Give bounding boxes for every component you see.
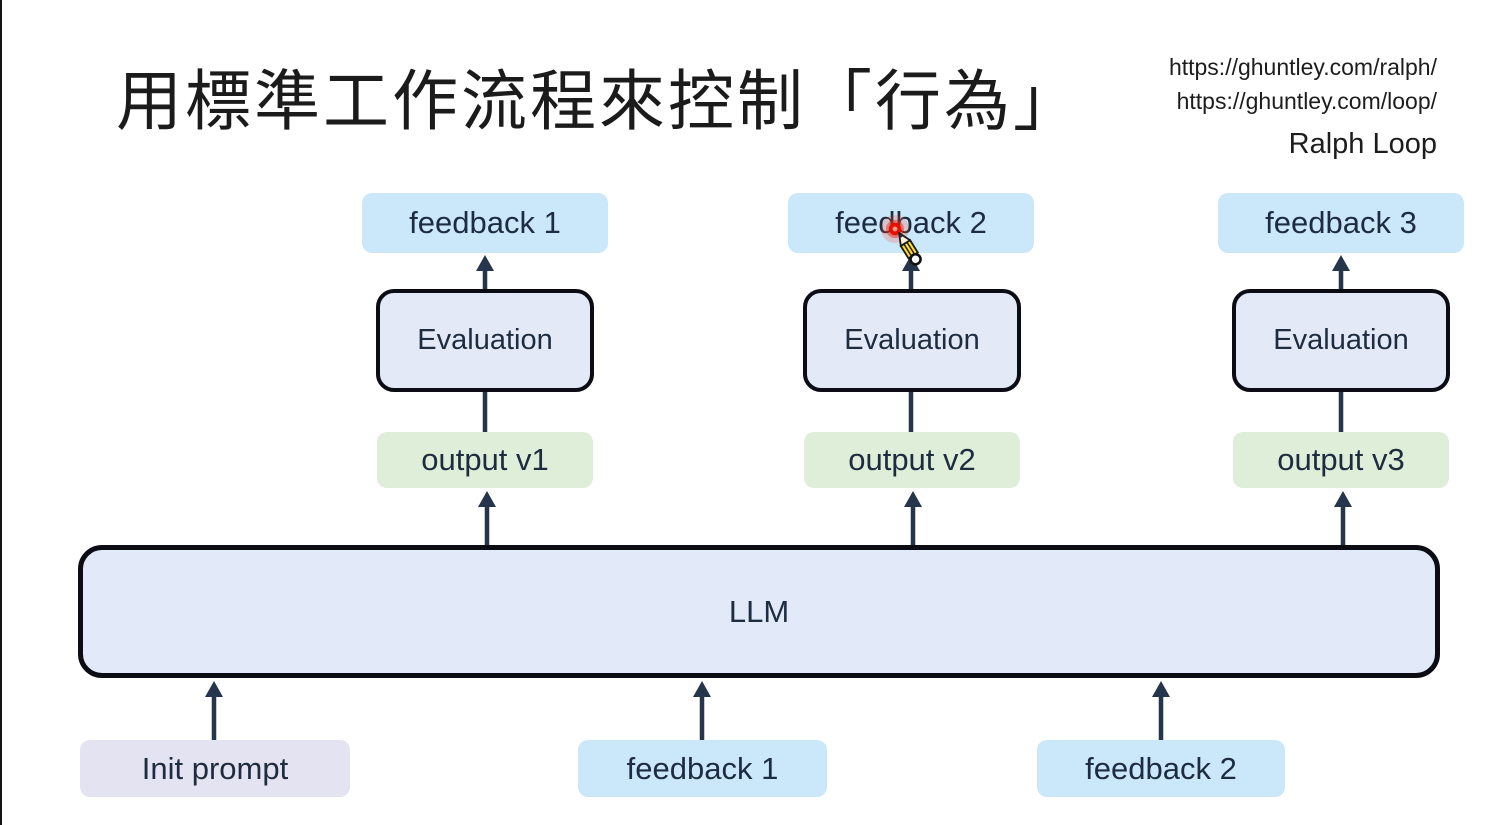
slide-title: 用標準工作流程來控制「行為」 (116, 64, 1082, 138)
evaluation-1-label: Evaluation (417, 324, 553, 356)
output-v2-box: output v2 (804, 432, 1020, 488)
feedback-2-box: feedback 2 (788, 193, 1034, 253)
input-feedback-1-label: feedback 1 (626, 750, 779, 786)
output-v3-box: output v3 (1233, 432, 1449, 488)
output-v3-label: output v3 (1277, 442, 1405, 477)
feedback-2-label: feedback 2 (835, 205, 987, 240)
input-feedback-1-box: feedback 1 (578, 740, 827, 797)
output-v2-label: output v2 (848, 442, 976, 477)
evaluation-3-label: Evaluation (1273, 324, 1409, 356)
feedback-3-box: feedback 3 (1218, 193, 1464, 253)
evaluation-3-box: Evaluation (1232, 289, 1450, 392)
feedback-1-label: feedback 1 (409, 205, 561, 240)
input-feedback-2-label: feedback 2 (1085, 750, 1237, 786)
llm-box: LLM (78, 545, 1440, 678)
output-v1-box: output v1 (377, 432, 593, 488)
init-prompt-label: Init prompt (141, 750, 289, 786)
evaluation-2-box: Evaluation (803, 289, 1021, 392)
input-feedback-2-box: feedback 2 (1037, 740, 1285, 797)
llm-label: LLM (728, 593, 790, 629)
evaluation-2-label: Evaluation (844, 324, 980, 356)
window-edge-line (0, 0, 2, 825)
feedback-1-box: feedback 1 (362, 193, 608, 253)
evaluation-1-box: Evaluation (376, 289, 594, 392)
init-prompt-box: Init prompt (80, 740, 350, 797)
reference-caption: Ralph Loop (1288, 128, 1437, 160)
reference-link-ralph: https://ghuntley.com/ralph/ (1168, 54, 1437, 80)
feedback-3-label: feedback 3 (1265, 205, 1417, 240)
reference-block: https://ghuntley.com/ralph/ https://ghun… (1169, 50, 1437, 162)
output-v1-label: output v1 (421, 442, 549, 477)
reference-link-loop: https://ghuntley.com/loop/ (1176, 88, 1437, 114)
